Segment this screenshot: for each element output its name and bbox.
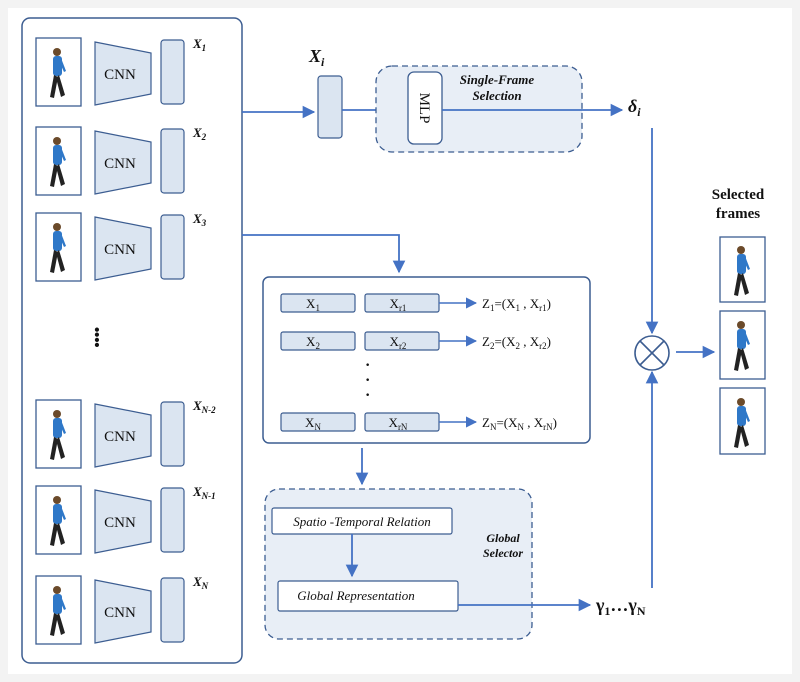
spatio-temporal-relation-label: Spatio -Temporal Relation xyxy=(293,514,430,529)
encoder-row: CNN X2 xyxy=(35,125,207,196)
global-selector-title-2: Selector xyxy=(483,546,523,560)
encoder-row: CNN X1 xyxy=(35,36,206,107)
xi-feature-box xyxy=(317,75,343,139)
x-box-label: X1 xyxy=(306,296,320,313)
cnn-block xyxy=(94,216,152,281)
feature-vector-box xyxy=(160,128,185,194)
feature-label: XN-2 xyxy=(192,398,216,415)
xr-box-label: XrN xyxy=(389,415,408,432)
x-box xyxy=(280,412,356,432)
cnn-block xyxy=(94,579,152,644)
single-frame-title-1: Single-Frame xyxy=(460,72,535,87)
delta-label: δi xyxy=(628,96,641,119)
pair-rows: X1 Xr1 Z1=(X1 , Xr1) X2 Xr2 Z2=(X2 , Xr2) XN Xr… xyxy=(280,293,557,432)
pair-row: X1 Xr1 Z1=(X1 , Xr1) xyxy=(280,293,551,313)
features-to-pairs-arrow xyxy=(242,234,406,274)
cnn-label: CNN xyxy=(104,429,136,445)
selected-title-1: Selected xyxy=(712,187,765,203)
z-formula: Z2=(X2 , Xr2) xyxy=(482,334,551,351)
feature-vector-box xyxy=(160,214,185,280)
selected-frame-3 xyxy=(719,387,766,455)
frames-ellipsis: ⁞ xyxy=(93,323,102,352)
mlp-box xyxy=(407,71,443,145)
selected-frame-1 xyxy=(719,236,766,303)
global-representation-box xyxy=(277,580,459,612)
cnn-label: CNN xyxy=(104,515,136,531)
cnn-block xyxy=(94,130,152,195)
pairs-panel xyxy=(262,276,591,444)
selected-frame-2 xyxy=(719,310,766,380)
xi-label: Xi xyxy=(308,46,325,69)
selected-title-2: frames xyxy=(716,206,760,222)
pairs-dot-3: · xyxy=(365,387,370,404)
mlp-label: MLP xyxy=(416,93,432,124)
pair-row: X2 Xr2 Z2=(X2 , Xr2) xyxy=(280,331,551,351)
feature-vector-box xyxy=(160,401,185,467)
feature-vector-box xyxy=(160,39,185,105)
x-box-label: X2 xyxy=(306,334,320,351)
feature-label: X2 xyxy=(192,125,207,142)
feature-label: XN-1 xyxy=(192,484,216,501)
xr-box-label: Xr1 xyxy=(390,296,407,313)
cnn-label: CNN xyxy=(104,605,136,621)
z-formula: ZN=(XN , XrN) xyxy=(482,415,557,432)
feature-vector-box xyxy=(160,577,185,643)
feature-label: XN xyxy=(192,574,209,591)
spatio-temporal-relation-box xyxy=(271,507,453,535)
cnn-label: CNN xyxy=(104,156,136,172)
global-representation-label: Global Representation xyxy=(297,588,415,603)
feature-label: X1 xyxy=(192,36,206,53)
z-formula: Z1=(X1 , Xr1) xyxy=(482,296,551,313)
cnn-block xyxy=(94,41,152,106)
encoder-row: CNN XN-1 xyxy=(35,484,216,555)
cnn-label: CNN xyxy=(104,67,136,83)
single-frame-title-2: Selection xyxy=(472,88,521,103)
pairs-dot-1: · xyxy=(365,357,370,374)
encoder-row: CNN XN-2 xyxy=(35,398,216,469)
global-selector-title-1: Global xyxy=(486,531,520,545)
gamma-label: γ1…γN xyxy=(595,595,646,618)
x-box xyxy=(280,331,356,351)
x-box xyxy=(280,293,356,313)
feature-label: X3 xyxy=(192,211,207,228)
cnn-label: CNN xyxy=(104,242,136,258)
pair-row: XN XrN ZN=(XN , XrN) xyxy=(280,412,557,432)
pairs-dot-2: · xyxy=(365,372,370,389)
combine-cross-b xyxy=(639,340,665,366)
cnn-block xyxy=(94,403,152,468)
x-box-label: XN xyxy=(305,415,321,432)
cnn-block xyxy=(94,489,152,554)
encoder-row: CNN X3 xyxy=(35,211,207,282)
encoder-row: CNN XN xyxy=(35,574,209,645)
xr-box-label: Xr2 xyxy=(390,334,407,351)
encoder-panel xyxy=(21,17,243,664)
feature-vector-box xyxy=(160,487,185,553)
